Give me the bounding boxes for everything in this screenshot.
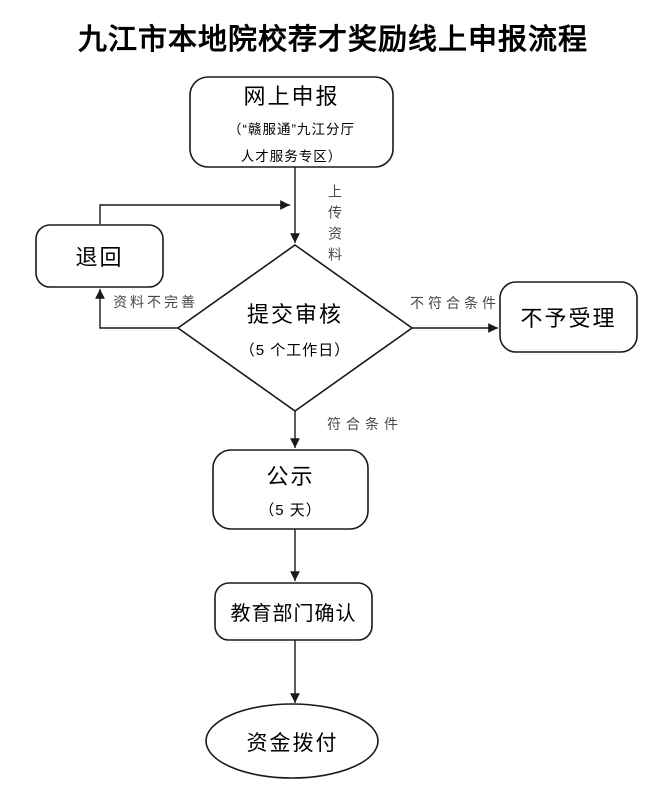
online-application-label: 网上申报	[243, 84, 340, 109]
publicity-label: 公示	[266, 464, 315, 489]
node-not-accepted: 不予受理	[500, 282, 637, 352]
edge-label-not-qualified: 不符合条件	[410, 296, 500, 312]
publicity-duration: （5 天）	[259, 502, 322, 519]
node-submit-review: 提交审核 （5 个工作日）	[178, 245, 412, 411]
node-online-application: 网上申报 （“赣服通”九江分厅 人才服务专区）	[190, 77, 393, 167]
page-title: 九江市本地院校荐才奖励线上申报流程	[77, 22, 588, 56]
fund-disbursement-ellipse	[205, 703, 379, 779]
education-confirm-label: 教育部门确认	[230, 603, 357, 625]
online-application-subline2: 人才服务专区）	[240, 149, 343, 164]
edge-label-upload-materials: 上传资料	[326, 184, 342, 268]
submit-review-diamond	[176, 244, 414, 412]
edge-review-to-return	[95, 289, 178, 329]
node-return: 退回	[36, 225, 163, 287]
return-label: 退回	[75, 245, 124, 270]
node-publicity: 公示 （5 天）	[213, 450, 368, 529]
publicity-box	[212, 449, 369, 530]
online-application-subline1: （“赣服通”九江分厅	[228, 122, 355, 137]
submit-review-label: 提交审核	[246, 301, 343, 327]
edge-label-qualified: 符合条件	[327, 417, 403, 433]
node-education-confirm: 教育部门确认	[215, 583, 372, 640]
edge-label-incomplete-materials: 资料不完善	[113, 295, 198, 311]
submit-review-duration: （5 个工作日）	[239, 341, 351, 359]
node-fund-disbursement: 资金拨付	[207, 705, 378, 778]
edge-return-to-upload-line	[99, 200, 290, 224]
online-application-box	[189, 76, 394, 168]
not-accepted-box	[499, 281, 638, 353]
return-box	[35, 224, 164, 288]
fund-disbursement-label: 资金拨付	[246, 731, 339, 755]
not-accepted-label: 不予受理	[520, 306, 617, 331]
education-confirm-box	[214, 582, 373, 641]
